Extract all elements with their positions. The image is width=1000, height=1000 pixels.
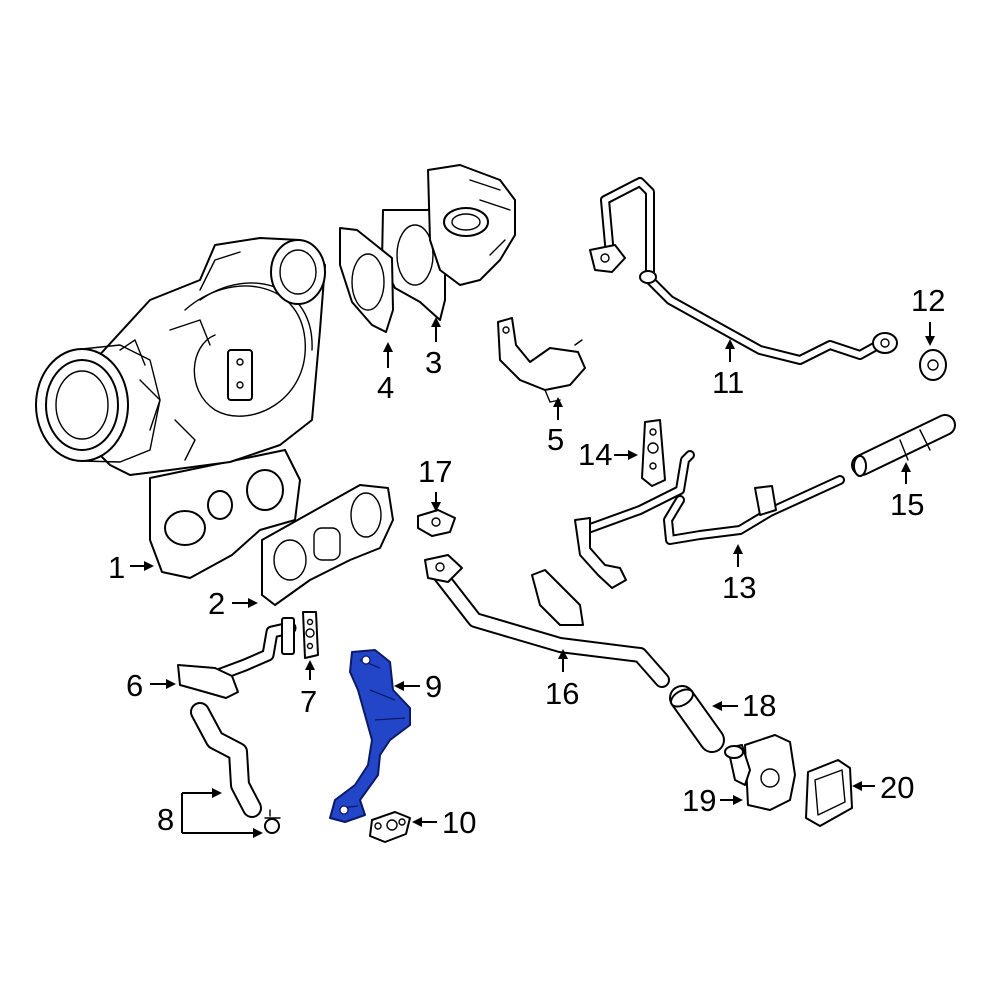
callout-12-label: 12 [911, 283, 945, 318]
callout-7: 7 [300, 660, 317, 719]
callout-20-label: 20 [880, 770, 914, 805]
callout-13-label: 13 [722, 570, 756, 605]
callout-13: 13 [722, 544, 756, 605]
part-16-coolant-pipe [424, 554, 670, 688]
callout-16-label: 16 [545, 676, 579, 711]
callout-7-label: 7 [300, 684, 317, 719]
part-5-bracket [497, 317, 586, 403]
part-1-turbocharger [35, 237, 326, 579]
callout-20: 20 [852, 770, 914, 805]
part-15-hose [851, 414, 956, 477]
callout-11: 11 [712, 339, 744, 400]
part-9-oil-pipe-highlighted [329, 649, 411, 823]
callout-5-label: 5 [547, 422, 564, 457]
callout-8: 8 [157, 788, 263, 838]
callout-17: 17 [418, 454, 452, 512]
callout-10: 10 [412, 805, 476, 840]
callout-16: 16 [545, 649, 579, 711]
callout-15-label: 15 [890, 487, 924, 522]
part-13-coolant-line [574, 450, 845, 589]
callout-15: 15 [890, 462, 924, 522]
part-2-gasket [261, 484, 394, 606]
part-6-pipe [177, 617, 297, 699]
part-11-oil-line [589, 177, 898, 365]
callout-19-label: 19 [682, 783, 716, 818]
part-7-gasket [302, 611, 319, 659]
callout-9-label: 9 [425, 669, 442, 704]
part-12-washer [919, 349, 947, 381]
callout-4: 4 [377, 342, 394, 405]
callout-1: 1 [108, 550, 154, 585]
callout-19: 19 [682, 783, 743, 818]
part-17-gasket [417, 509, 456, 537]
callout-18-label: 18 [742, 688, 776, 723]
part-20-cover [805, 759, 853, 827]
callout-6-label: 6 [126, 668, 143, 703]
callout-3-label: 3 [425, 345, 442, 380]
callout-10-label: 10 [442, 805, 476, 840]
callout-12: 12 [911, 283, 945, 346]
callout-8-label: 8 [157, 802, 174, 837]
callout-3: 3 [425, 317, 442, 380]
callout-14-label: 14 [578, 437, 612, 472]
part-8-hose [190, 702, 281, 834]
callout-14: 14 [578, 437, 638, 472]
callout-9: 9 [394, 669, 442, 704]
part-18-hose [669, 685, 725, 753]
callout-2: 2 [208, 586, 258, 621]
callout-18: 18 [712, 688, 776, 723]
callout-11-label: 11 [712, 365, 744, 400]
callout-1-label: 1 [108, 550, 125, 585]
part-3-flange-housing [381, 164, 516, 321]
callout-17-label: 17 [418, 454, 452, 489]
callout-4-label: 4 [377, 370, 394, 405]
part-14-gasket [641, 419, 666, 487]
part-10-gasket [369, 811, 411, 843]
callout-6: 6 [126, 668, 176, 703]
part-4-gasket [339, 227, 394, 333]
part-19-water-outlet [724, 734, 796, 811]
callout-2-label: 2 [208, 586, 225, 621]
callout-5: 5 [547, 397, 564, 457]
